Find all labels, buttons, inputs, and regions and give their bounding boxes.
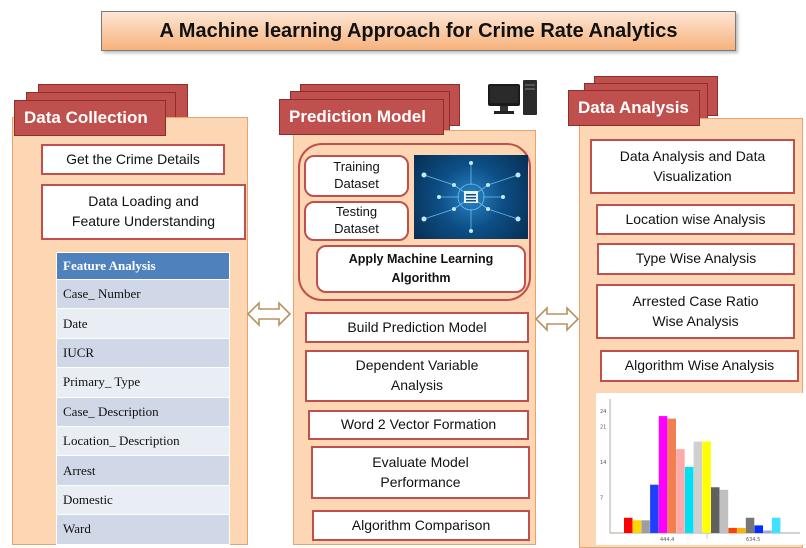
neural-network-image <box>414 155 528 239</box>
chart-bar <box>728 527 737 533</box>
table-header: Feature Analysis <box>56 252 230 280</box>
chart-bar <box>676 449 685 533</box>
prediction-step: Dependent Variable Analysis <box>305 350 529 402</box>
table-row: Arrest <box>56 455 230 486</box>
data-analysis-header: Data Analysis <box>568 90 700 126</box>
analysis-item: Data Analysis and Data Visualization <box>590 139 795 194</box>
collection-item: Get the Crime Details <box>41 144 225 175</box>
chart-bar <box>684 466 694 533</box>
chart-bar <box>702 441 711 533</box>
chart-bar <box>763 530 772 533</box>
chart-bar <box>693 441 703 533</box>
collection-item: Data Loading and Feature Understanding <box>41 184 246 240</box>
table-row: Case_ Number <box>56 278 230 310</box>
chart-bar <box>650 484 659 533</box>
prediction-step: Word 2 Vector Formation <box>308 410 529 440</box>
chart-bar <box>711 487 720 533</box>
analysis-item: Algorithm Wise Analysis <box>600 350 799 382</box>
table-row: Location_ Description <box>56 425 230 457</box>
y-tick-label: 7 <box>600 495 603 501</box>
chart-bar <box>754 525 763 533</box>
feature-analysis-table: Feature Analysis Case_ Number Date IUCR … <box>56 252 230 545</box>
x-tick-label: 444.4 <box>660 537 674 543</box>
chart-bar <box>641 520 650 533</box>
prediction-model-header: Prediction Model <box>279 99 444 135</box>
testing-dataset-box: Testing Dataset <box>304 201 409 241</box>
double-arrow-icon <box>534 306 580 332</box>
y-tick-label: 21 <box>600 424 606 430</box>
page-title: A Machine learning Approach for Crime Ra… <box>101 11 736 51</box>
y-tick-label: 24 <box>600 409 606 415</box>
table-row: Domestic <box>56 484 230 516</box>
table-row: Date <box>56 308 230 339</box>
table-row: Ward <box>56 514 230 545</box>
chart-bar <box>745 517 755 533</box>
prediction-step: Build Prediction Model <box>305 312 529 343</box>
chart-bar <box>658 416 668 533</box>
x-tick-label: 634.5 <box>746 537 760 543</box>
table-row: IUCR <box>56 337 230 369</box>
chart-bar <box>737 527 746 533</box>
chart-bar <box>719 489 729 533</box>
analysis-item: Arrested Case Ratio Wise Analysis <box>596 284 795 339</box>
y-tick-label: 14 <box>600 460 606 466</box>
chart-bar <box>624 517 633 533</box>
bar-chart: 24 21 14 7 444.4 634.5 <box>596 393 804 545</box>
chart-bar <box>667 418 676 533</box>
table-row: Case_ Description <box>56 396 230 427</box>
chart-bar <box>771 517 781 533</box>
analysis-item: Type Wise Analysis <box>597 243 795 275</box>
monitor-tower-icon <box>488 80 537 115</box>
prediction-step: Algorithm Comparison <box>312 510 530 541</box>
double-arrow-icon <box>246 301 292 327</box>
apply-ml-algorithm-box: Apply Machine Learning Algorithm <box>316 245 526 293</box>
chart-bar <box>632 520 642 533</box>
data-collection-header: Data Collection <box>14 100 166 136</box>
training-dataset-box: Training Dataset <box>304 155 409 197</box>
table-row: Primary_ Type <box>56 367 230 398</box>
prediction-step: Evaluate Model Performance <box>311 446 530 499</box>
analysis-item: Location wise Analysis <box>596 204 795 235</box>
